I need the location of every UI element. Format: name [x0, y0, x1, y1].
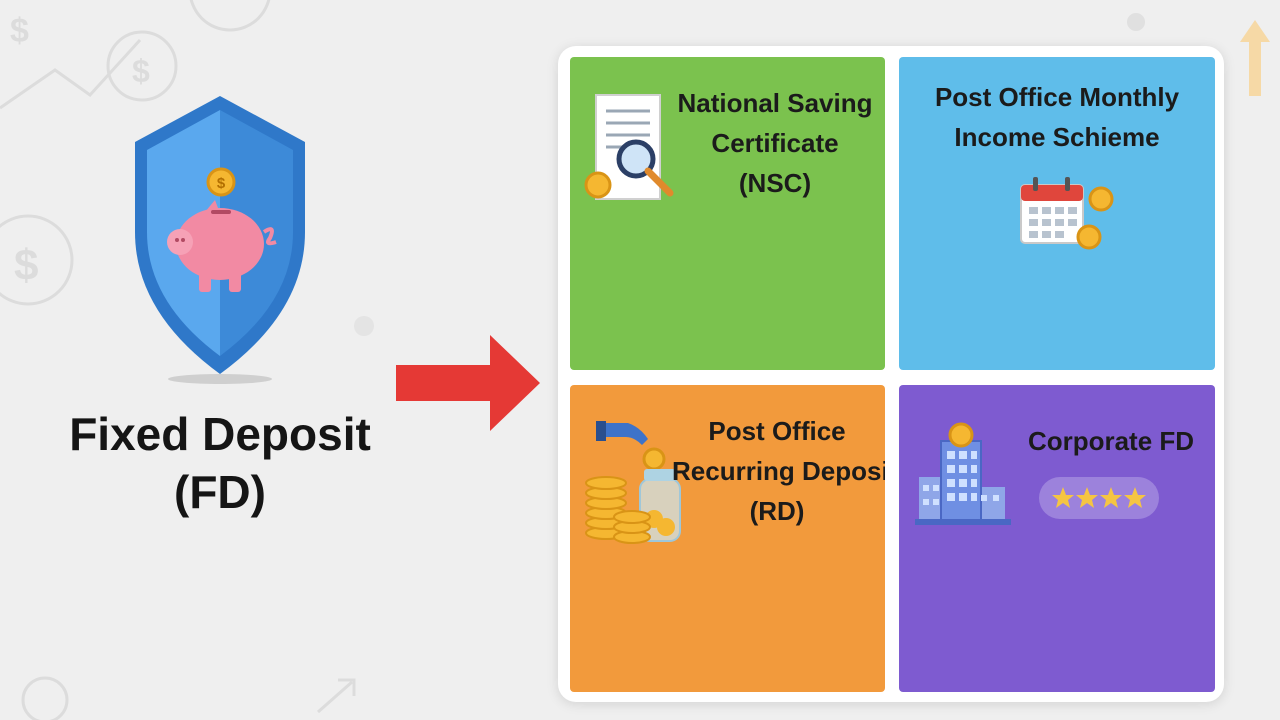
- tile-rd-label-line3: (RD): [749, 496, 805, 526]
- tile-rd: Post Office Recurring Deposit (RD): [570, 385, 885, 692]
- fixed-deposit-title-line1: Fixed Deposit: [69, 408, 371, 460]
- tile-pomis-label-line1: Post Office Monthly: [934, 82, 1180, 112]
- right-arrow-icon: [396, 335, 540, 431]
- tile-nsc-label-line1: National Saving: [677, 88, 873, 118]
- four-star-rating-icon: [1039, 477, 1159, 519]
- hand-coin-jar-icon: [585, 421, 681, 544]
- tile-rd-label: Post Office Recurring Deposit (RD): [672, 411, 885, 531]
- tile-pomis-label-line2: Income Schieme: [954, 122, 1160, 152]
- tile-nsc-label: National Saving Certificate (NSC): [670, 83, 880, 203]
- svg-text:$: $: [14, 241, 38, 290]
- tile-rd-label-line2: Recurring Deposit: [672, 456, 885, 486]
- svg-text:$: $: [132, 53, 150, 89]
- certificate-magnifier-icon: [584, 94, 674, 200]
- tile-pomis: Post Office Monthly Income Schieme: [899, 57, 1215, 370]
- shield-piggy-bank-icon: $: [135, 96, 305, 384]
- bank-building-icon: [915, 422, 1011, 525]
- fixed-deposit-title-line2: (FD): [174, 466, 266, 518]
- tile-corporate-fd: Corporate FD: [899, 385, 1215, 692]
- fixed-deposit-title: Fixed Deposit (FD): [40, 405, 400, 521]
- calendar-coins-icon: [1020, 177, 1114, 250]
- svg-text:$: $: [10, 12, 29, 50]
- tile-pomis-label: Post Office Monthly Income Schieme: [899, 77, 1215, 157]
- tile-corporate-fd-label-line1: Corporate FD: [1027, 426, 1195, 456]
- tile-nsc: National Saving Certificate (NSC): [570, 57, 885, 370]
- tile-nsc-label-line2: Certificate: [711, 128, 839, 158]
- tile-nsc-label-line3: (NSC): [738, 168, 812, 198]
- svg-text:$: $: [217, 175, 226, 192]
- tile-corporate-fd-label: Corporate FD: [1011, 421, 1211, 461]
- tile-rd-label-line1: Post Office: [708, 416, 846, 446]
